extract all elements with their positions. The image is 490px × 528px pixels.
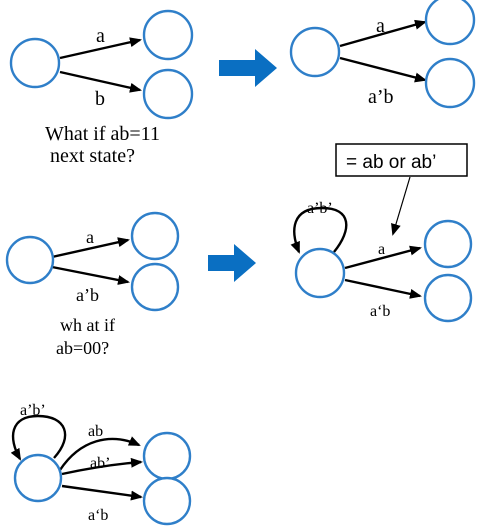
edge-label-a: a [86,227,94,247]
edge-a-not-b [51,265,130,285]
state-source [294,247,346,299]
middle-question-line2: ab=00? [56,338,109,358]
edge-label-ab: ab [88,423,103,440]
edge-label-self-loop: a’b’ [307,200,333,217]
state-target-upper [130,211,180,261]
edge-label-a: a [96,25,105,47]
state-target-lower [142,476,192,526]
callout-box [335,143,468,177]
self-loop [290,206,348,254]
edge-label-a-not-b: a‘b [88,507,108,524]
edge-a-not-b [344,278,422,299]
self-loop [10,414,67,461]
top-question-line1: What if ab=11 [45,123,160,145]
state-target-upper [142,9,194,61]
state-source [5,235,55,285]
edge-label-a-not-b: a’b [368,86,394,108]
state-target-upper [142,431,192,481]
edge-label-b: b [95,88,105,110]
edge-a [344,245,422,270]
top-left-diagram: a b [9,9,194,120]
state-target-lower [142,68,194,120]
middle-right-diagram: a’b’ a a‘b [290,200,473,323]
state-target-upper [424,0,476,46]
edge-a [59,37,142,60]
edge-label-ab-not: ab’ [90,455,110,472]
edge-label-a: a [378,241,385,258]
middle-question-line1: wh at if [60,315,115,335]
transform-arrow-top [219,49,277,87]
state-target-lower [130,262,180,312]
top-right-diagram: a a’b [289,0,476,109]
state-source [9,37,61,89]
state-target-upper [423,219,473,269]
middle-left-diagram: a a’b [5,211,180,312]
state-source [289,26,341,78]
state-source [13,453,63,503]
callout-pointer [391,176,411,236]
edge-label-a-not-b: a’b [76,285,99,305]
edge-ab-not [61,457,143,476]
bottom-diagram: a’b’ ab ab’ a‘b [10,402,192,526]
edge-a [51,237,130,259]
edge-ab [59,436,141,471]
edge-a-not-b [61,484,143,501]
state-target-lower [424,57,476,109]
edge-label-a: a [376,15,385,37]
edge-a-not-b [339,56,427,83]
callout-text: = ab or ab’ [346,152,436,173]
edge-label-self-loop: a’b’ [20,402,46,419]
edge-a [339,19,427,48]
edge-b [59,70,142,93]
top-question-line2: next state? [50,145,135,167]
transform-arrow-middle [208,244,256,282]
callout: = ab or ab’ [335,143,468,236]
edge-label-a-not-b: a‘b [370,303,390,320]
state-target-lower [423,273,473,323]
